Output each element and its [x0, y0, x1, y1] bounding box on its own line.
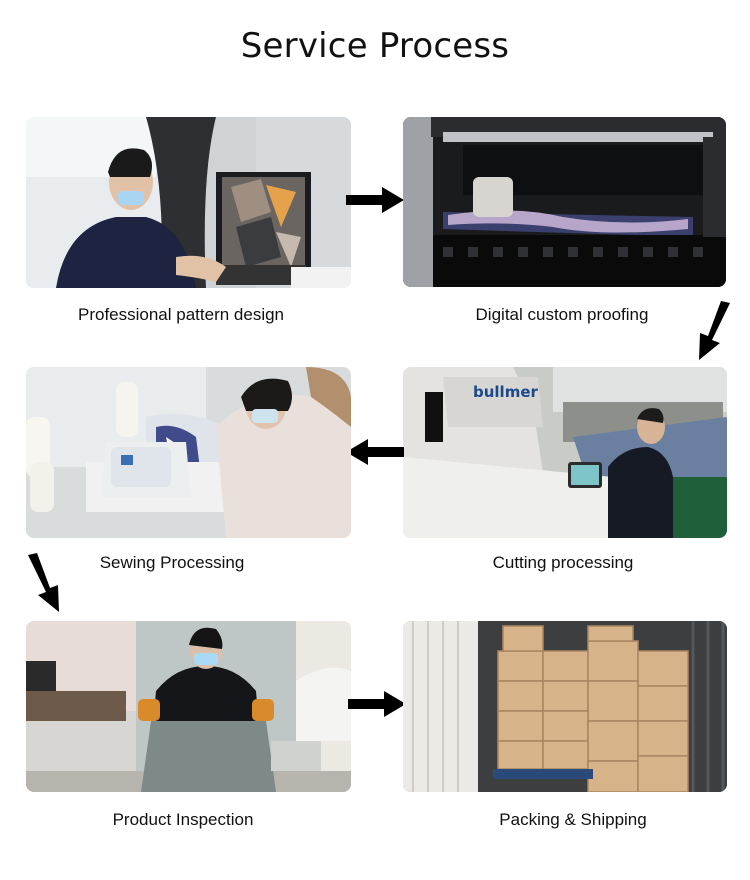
arrow-down-left-icon — [694, 300, 734, 367]
pattern-design-photo — [26, 117, 351, 288]
step-caption-digital-proofing: Digital custom proofing — [475, 305, 649, 324]
sewing-processing-photo — [26, 367, 351, 538]
step-caption-packing-shipping: Packing & Shipping — [499, 810, 647, 829]
step-card-digital-proofing — [403, 117, 726, 287]
step-card-sewing-processing — [26, 367, 351, 538]
step-card-product-inspection — [26, 621, 351, 792]
page-title: Service Process — [240, 26, 510, 66]
machine-brand-label: bullmer — [473, 383, 538, 401]
arrow-right-icon — [346, 690, 408, 723]
step-card-packing-shipping — [403, 621, 727, 792]
arrow-left-icon — [344, 438, 406, 471]
digital-proofing-photo — [403, 117, 726, 287]
arrow-right-icon — [344, 186, 406, 219]
cutting-processing-photo — [403, 367, 727, 538]
step-card-pattern-design — [26, 117, 351, 288]
step-caption-product-inspection: Product Inspection — [112, 810, 254, 829]
step-card-cutting-processing: bullmer — [403, 367, 727, 538]
step-caption-cutting-processing: Cutting processing — [492, 553, 634, 572]
arrow-down-right-icon — [24, 552, 64, 619]
product-inspection-photo — [26, 621, 351, 792]
step-caption-sewing-processing: Sewing Processing — [99, 553, 245, 572]
step-caption-pattern-design: Professional pattern design — [77, 305, 285, 324]
packing-shipping-photo — [403, 621, 727, 792]
